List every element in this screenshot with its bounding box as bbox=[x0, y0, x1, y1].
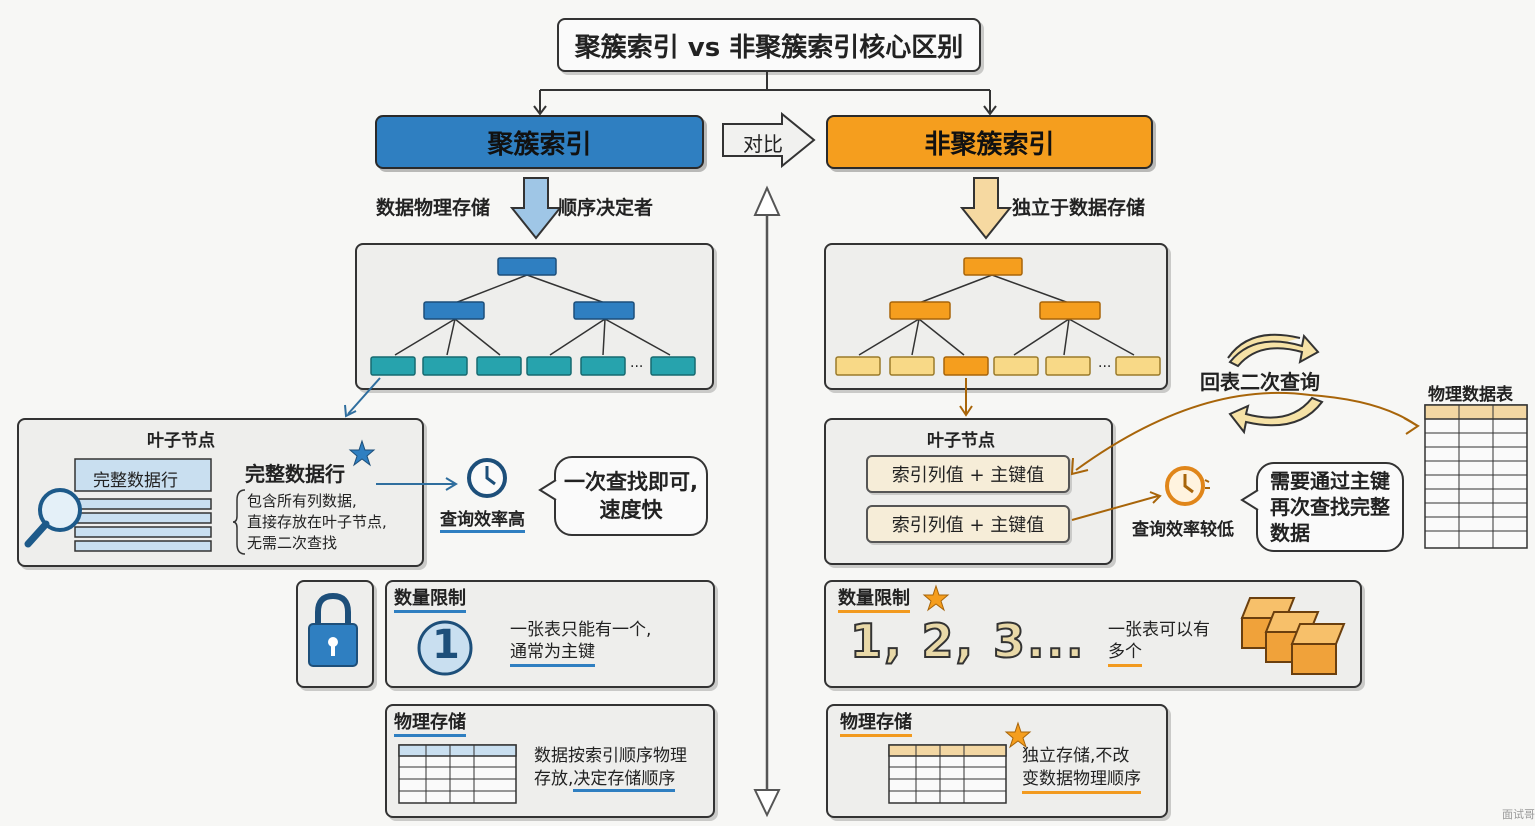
clustered-header: 聚簇索引 bbox=[375, 115, 704, 169]
treasure-chests-icon bbox=[1240, 597, 1346, 675]
clustered-speech-bubble: 一次查找即可,速度快 bbox=[554, 456, 708, 536]
nonclustered-arrow-label: 独立于数据存储 bbox=[1012, 197, 1146, 219]
nonclustered-tree bbox=[835, 257, 1161, 376]
clustered-storage-heading: 物理存储 bbox=[394, 708, 466, 737]
lookup-cycle-icon bbox=[1227, 333, 1324, 435]
data-rows-icon bbox=[74, 458, 212, 552]
lock-icon bbox=[308, 592, 358, 667]
clustered-tree-ellipsis: ... bbox=[630, 355, 644, 371]
clustered-limit-number: 1 bbox=[432, 622, 460, 668]
clustered-storage-text-2: 存放,决定存储顺序 bbox=[534, 767, 676, 792]
star-icon-orange bbox=[922, 584, 950, 612]
clustered-efficiency-arrow bbox=[376, 477, 458, 491]
nonclustered-efficiency: 查询效率较低 bbox=[1132, 520, 1234, 540]
nonclustered-limit-numbers: 1, 2, 3... bbox=[849, 613, 1086, 669]
watermark: 面试哥 bbox=[1502, 808, 1535, 821]
nonclustered-storage-text-1: 独立存储,不改 bbox=[1022, 746, 1130, 766]
nonclustered-down-arrow bbox=[959, 177, 1013, 240]
clustered-leaf-desc-3: 无需二次查找 bbox=[247, 534, 338, 552]
nonclustered-limit-text-1: 一张表可以有 bbox=[1108, 620, 1210, 640]
clustered-storage-table-icon bbox=[398, 744, 517, 804]
compare-label: 对比 bbox=[743, 132, 783, 156]
clock-icon bbox=[467, 458, 507, 498]
nonclustered-header: 非聚簇索引 bbox=[826, 115, 1153, 169]
clustered-leaf-desc-2: 直接存放在叶子节点, bbox=[247, 513, 387, 531]
nonclustered-storage-text-2: 变数据物理顺序 bbox=[1022, 767, 1141, 794]
index-pill-2: 索引列值 + 主键值 bbox=[866, 505, 1070, 543]
physical-table-label: 物理数据表 bbox=[1428, 385, 1513, 405]
star-icon-storage bbox=[1004, 721, 1032, 749]
clustered-limit-text-1: 一张表只能有一个, bbox=[510, 620, 652, 640]
clustered-leaf-main: 完整数据行 bbox=[245, 462, 345, 486]
nonclustered-tree-ellipsis: ... bbox=[1098, 355, 1112, 371]
clustered-leaf-desc-1: 包含所有列数据, bbox=[247, 492, 357, 510]
clustered-leaf-heading: 叶子节点 bbox=[147, 431, 215, 451]
index-pill-1: 索引列值 + 主键值 bbox=[866, 455, 1070, 493]
physical-table-icon bbox=[1424, 404, 1528, 549]
nonclustered-storage-table-icon bbox=[888, 744, 1007, 804]
clustered-down-arrow bbox=[509, 177, 563, 240]
clustered-storage-text-1: 数据按索引顺序物理 bbox=[534, 746, 687, 766]
clustered-arrow-right-label: 顺序决定者 bbox=[558, 197, 654, 219]
nonclustered-leaf-heading: 叶子节点 bbox=[927, 431, 995, 451]
clustered-limit-heading: 数量限制 bbox=[394, 584, 466, 613]
lookup-label: 回表二次查询 bbox=[1200, 370, 1320, 394]
nonclustered-storage-heading: 物理存储 bbox=[840, 708, 912, 737]
brace-icon bbox=[232, 489, 246, 555]
nonclustered-efficiency-arrow bbox=[1071, 491, 1162, 521]
data-row-label: 完整数据行 bbox=[93, 471, 178, 491]
magnifier-icon bbox=[24, 488, 82, 548]
clustered-limit-text-2: 通常为主键 bbox=[510, 640, 595, 667]
clustered-efficiency: 查询效率高 bbox=[440, 505, 525, 533]
nonclustered-speech-bubble: 需要通过主键再次查找完整数据 bbox=[1256, 462, 1404, 552]
slow-clock-icon bbox=[1165, 466, 1210, 506]
star-icon bbox=[348, 439, 376, 467]
nonclustered-bubble-tail bbox=[1240, 489, 1259, 511]
nonclustered-limit-text-2: 多个 bbox=[1108, 640, 1142, 667]
number-one-badge bbox=[417, 620, 473, 676]
clustered-tree bbox=[370, 257, 696, 376]
clustered-arrow-left-label: 数据物理存储 bbox=[376, 197, 491, 219]
clustered-bubble-tail bbox=[538, 479, 557, 501]
diagram-title: 聚簇索引 vs 非聚簇索引核心区别 bbox=[557, 18, 981, 72]
nonclustered-limit-heading: 数量限制 bbox=[838, 584, 910, 613]
compare-arrow bbox=[722, 111, 816, 169]
